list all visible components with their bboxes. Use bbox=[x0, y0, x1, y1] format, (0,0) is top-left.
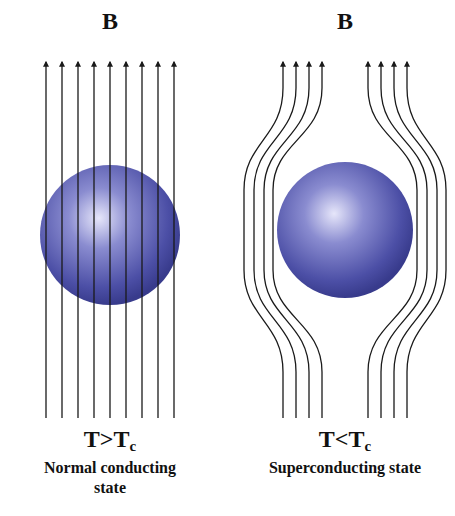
superconducting-sphere bbox=[277, 162, 413, 298]
uniform-field-lines bbox=[46, 62, 174, 418]
state-caption: Superconducting state bbox=[265, 458, 425, 478]
field-label: B bbox=[80, 6, 140, 36]
expelled-field-lines bbox=[244, 62, 446, 418]
temperature-condition: T<Tc bbox=[285, 424, 405, 457]
temperature-condition: T>Tc bbox=[50, 424, 170, 457]
state-caption: Normal conducting state bbox=[30, 458, 190, 498]
field-label: B bbox=[315, 6, 375, 36]
